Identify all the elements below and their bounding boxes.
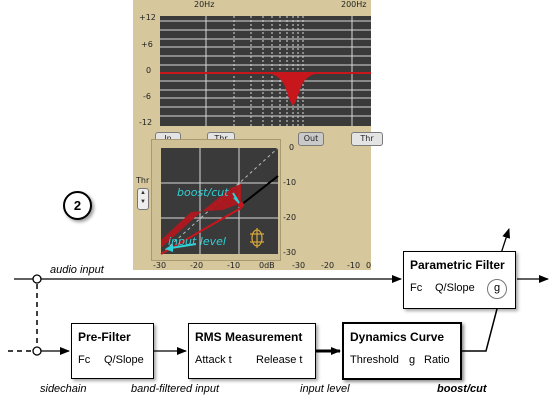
curve-x-label: -10 — [227, 261, 241, 270]
rms-title: RMS Measurement — [195, 330, 303, 344]
parametric-filter-title: Parametric Filter — [410, 258, 505, 272]
pre-filter-title: Pre-Filter — [78, 330, 131, 344]
callout-number: 2 — [63, 191, 92, 220]
db-label: +6 — [141, 40, 153, 49]
curve-x-label: -10 — [347, 261, 361, 270]
dynamics-curve-graph — [160, 147, 279, 255]
rms-measurement-block: RMS Measurement Attack t Release t — [188, 323, 316, 379]
pre-filter-block: Pre-Filter Fc Q/Slope — [71, 323, 154, 379]
boost-cut-annotation: boost/cut — [177, 186, 229, 199]
param-fc: Fc — [410, 282, 423, 294]
input-level-label: input level — [300, 383, 350, 395]
db-label: -6 — [143, 92, 151, 101]
param-threshold: Threshold — [350, 354, 399, 366]
eq-response-graph — [160, 16, 371, 126]
dynamics-curve-block: Dynamics Curve Threshold g Ratio — [342, 322, 462, 380]
out-button[interactable]: Out — [298, 132, 324, 146]
stepper-down-icon[interactable]: ▼ — [140, 199, 146, 205]
boost-cut-label: boost/cut — [437, 383, 487, 395]
dynamics-title: Dynamics Curve — [350, 330, 445, 344]
curve-y-label: 0 — [289, 143, 295, 152]
db-label: +12 — [139, 13, 156, 22]
plugin-panel: 20Hz 200Hz +12 +6 0 -6 -12 — [133, 0, 383, 270]
threshold-stepper[interactable]: ▲ ▼ — [137, 188, 149, 210]
stepper-up-icon[interactable]: ▲ — [140, 190, 146, 196]
band-filtered-label: band-filtered input — [131, 383, 220, 395]
curve-x-label: -30 — [153, 261, 167, 270]
curve-y-label: -10 — [283, 178, 297, 187]
freq-label-200hz: 200Hz — [341, 0, 367, 9]
thr-button-2[interactable]: Thr — [351, 132, 383, 146]
param-fc: Fc — [78, 354, 91, 366]
param-q-slope: Q/Slope — [435, 282, 475, 294]
param-ratio: Ratio — [424, 354, 450, 366]
param-gain: g — [409, 354, 416, 366]
parametric-filter-block: Parametric Filter Fc Q/Slope g — [403, 251, 516, 309]
curve-x-label: 0dB — [259, 261, 275, 270]
curve-x-label: -20 — [321, 261, 335, 270]
curve-x-label: -30 — [292, 261, 306, 270]
curve-y-label: -20 — [283, 213, 297, 222]
param-q-slope: Q/Slope — [104, 354, 144, 366]
param-attack: Attack t — [195, 354, 232, 366]
db-label: 0 — [146, 66, 152, 75]
input-level-annotation: input level — [168, 235, 226, 248]
curve-y-label: -30 — [283, 248, 297, 257]
sidechain-label: sidechain — [40, 383, 87, 395]
param-gain: g — [487, 279, 507, 299]
threshold-label: Thr — [136, 176, 150, 185]
db-label: -12 — [139, 118, 153, 127]
freq-label-20hz: 20Hz — [194, 0, 215, 9]
audio-input-label: audio input — [50, 264, 104, 276]
param-release: Release t — [256, 354, 303, 366]
curve-x-label: -20 — [190, 261, 204, 270]
curve-x-label: 0 — [366, 261, 372, 270]
